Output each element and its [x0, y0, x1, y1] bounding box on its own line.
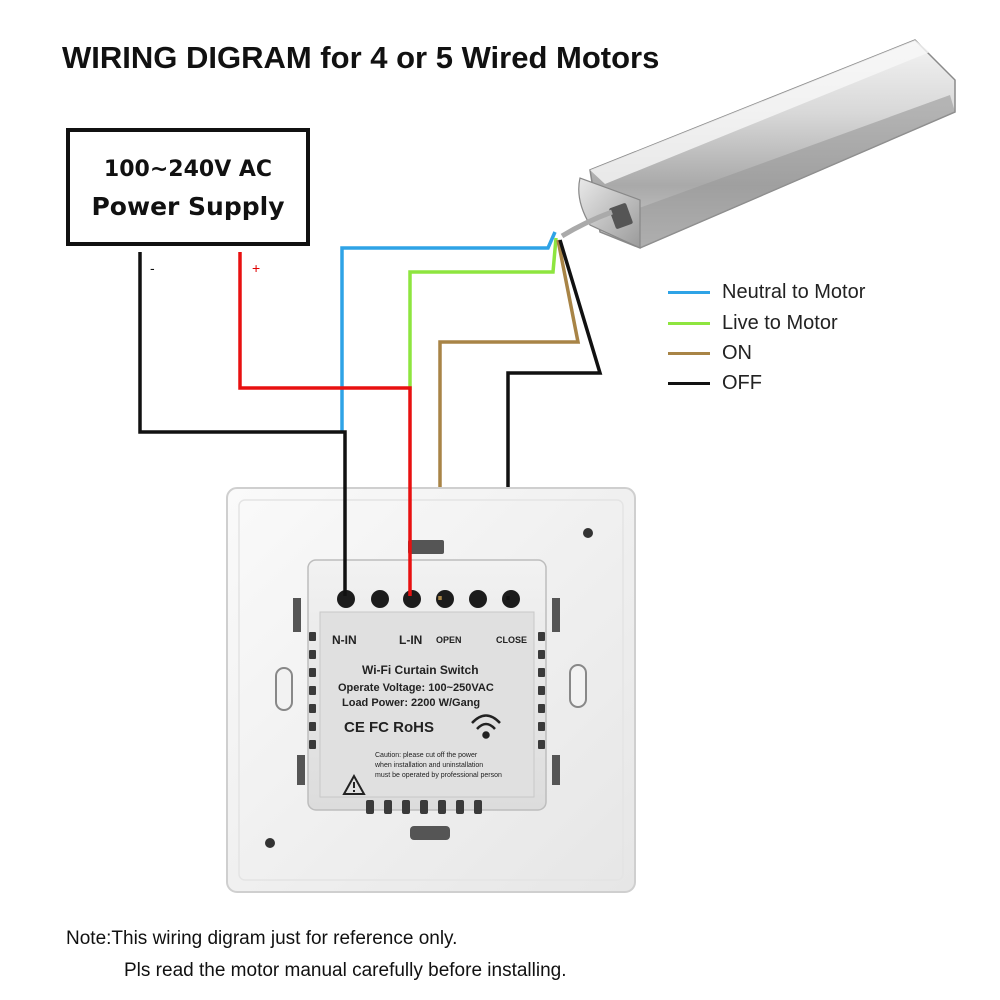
polarity-minus: -: [150, 260, 155, 276]
terminal-label-close: CLOSE: [496, 635, 528, 645]
legend-swatch-off: [668, 381, 710, 385]
wire-black-supply: [138, 252, 347, 596]
wire-neutral-motor: [340, 231, 557, 432]
wire-off-motor: [506, 239, 603, 600]
terminal-label-n-in: N-IN: [332, 633, 357, 647]
legend-swatch-on: [668, 351, 710, 355]
switch-module: [307, 559, 547, 814]
legend-item-on: ON: [668, 341, 752, 365]
switch-certifications: CE FC RoHS: [344, 719, 434, 736]
legend-item-off: OFF: [668, 371, 762, 395]
motor-wires: [340, 231, 603, 600]
terminal-label-open: OPEN: [436, 635, 462, 645]
supply-wires: [138, 252, 510, 600]
terminal-label-l-in: L-IN: [399, 633, 423, 647]
power-supply-voltage: 100~240V AC: [103, 157, 273, 182]
legend-label-off: OFF: [722, 371, 762, 394]
caution-line-2: when installation and uninstallation: [375, 762, 484, 769]
wire-live-motor: [408, 237, 558, 390]
switch-load: Load Power: 2200 W/Gang: [342, 697, 481, 709]
page-title: WIRING DIGRAM for 4 or 5 Wired Motors: [62, 40, 660, 75]
wifi-icon: [471, 714, 501, 739]
wire-red-supply: [238, 252, 412, 596]
terminal-screws: [337, 590, 520, 608]
legend-label-on: ON: [722, 341, 752, 364]
caution-line-1: Caution: please cut off the power: [375, 752, 478, 759]
legend-label-live: Live to Motor: [722, 311, 838, 334]
note-line-1: Note:This wiring digram just for referen…: [66, 928, 458, 949]
legend-label-neutral: Neutral to Motor: [722, 280, 866, 303]
legend-item-live: Live to Motor: [668, 311, 838, 335]
warning-icon: [342, 773, 366, 795]
power-supply-label: Power Supply: [91, 192, 285, 221]
switch-product-name: Wi-Fi Curtain Switch: [362, 663, 479, 677]
wire-on-motor: [438, 239, 581, 600]
legend-item-neutral: Neutral to Motor: [668, 280, 865, 304]
polarity-plus: +: [252, 260, 261, 276]
switch-voltage: Operate Voltage: 100~250VAC: [338, 682, 494, 694]
power-supply-box: 100~240V AC Power Supply: [66, 128, 310, 246]
caution-line-3: must be operated by professional person: [375, 772, 502, 779]
motor-image: [560, 39, 956, 249]
legend-swatch-neutral: [668, 290, 710, 294]
legend-swatch-live: [668, 321, 710, 325]
note-line-2: Pls read the motor manual carefully befo…: [124, 960, 567, 981]
